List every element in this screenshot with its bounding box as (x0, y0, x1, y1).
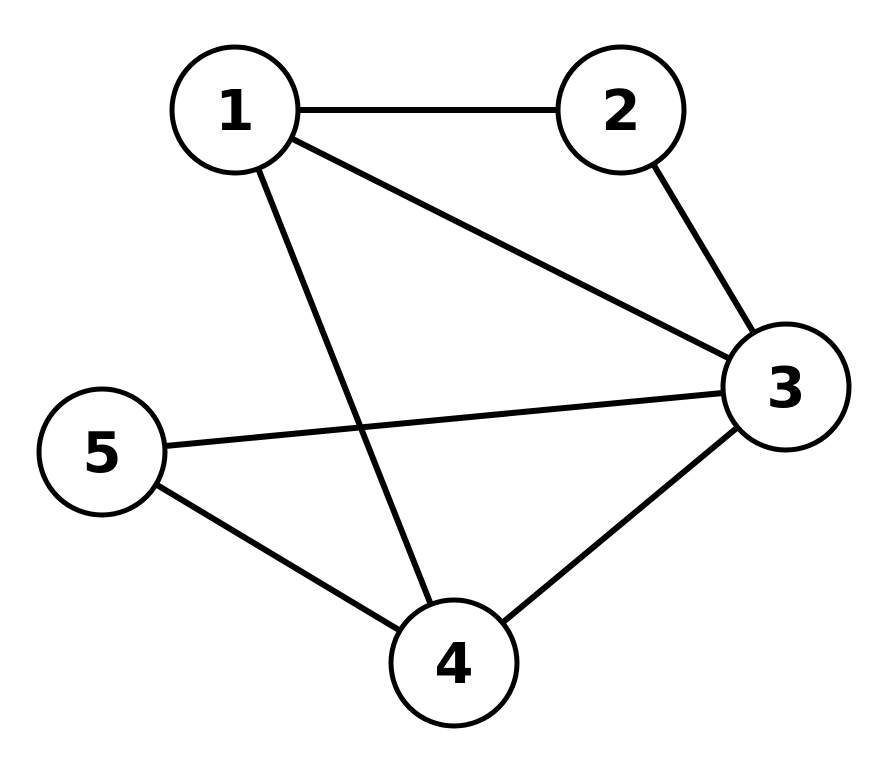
graph-node-5: 5 (36, 386, 168, 518)
graph-node-circle-2 (555, 44, 687, 176)
graph-edge-1-4 (232, 107, 457, 666)
graph-node-1: 1 (169, 44, 301, 176)
graph-edge-3-5 (99, 384, 789, 455)
graph-node-label-5: 5 (83, 421, 122, 486)
graph-node-2: 2 (555, 44, 687, 176)
graph-node-label-2: 2 (602, 79, 641, 144)
edges-layer (99, 107, 789, 666)
graph-node-circle-1 (169, 44, 301, 176)
graph-node-circle-4 (388, 597, 520, 729)
graph-node-4: 4 (388, 597, 520, 729)
nodes-layer: 1 2 3 4 5 (36, 44, 852, 729)
graph-node-label-1: 1 (216, 79, 255, 144)
graph-edge-4-5 (99, 449, 457, 666)
graph-node-circle-5 (36, 386, 168, 518)
graph-node-label-3: 3 (767, 356, 806, 421)
graph-node-label-4: 4 (435, 632, 474, 697)
graph-node-circle-3 (720, 321, 852, 453)
graph-edge-3-4 (451, 384, 789, 666)
graph-node-3: 3 (720, 321, 852, 453)
graph-edge-1-3 (232, 107, 789, 390)
